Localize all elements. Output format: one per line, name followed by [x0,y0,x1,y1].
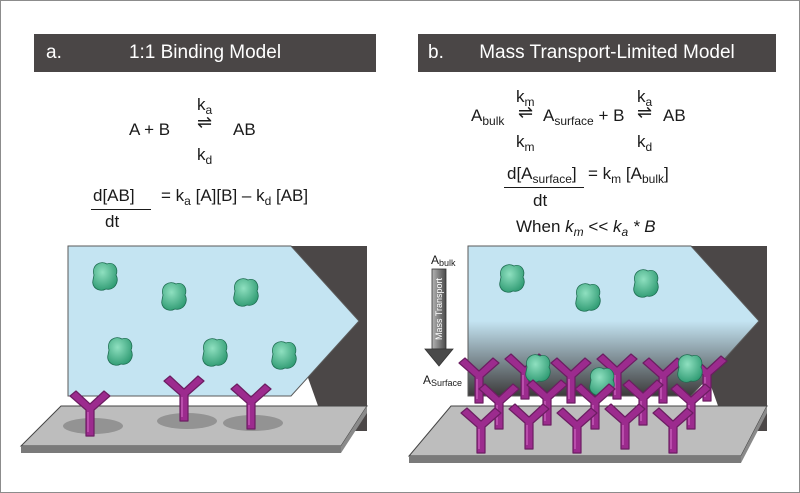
analyte-icon [161,282,187,311]
bound-analyte-icon [202,338,228,367]
panel-a-title: 1:1 Binding Model [128,42,282,63]
reaction-b-km-bottom: km [516,132,535,154]
reaction-b-asurface: Asurface + B [543,106,625,128]
rate-a-denominator: dt [105,212,120,231]
mass-transport-arrow-icon: Mass Transport [424,268,454,367]
mass-transport-label: Mass Transport [434,277,444,340]
reaction-b-kd: kd [637,132,653,154]
reaction-a-ka: ka [197,95,213,117]
reaction-b-abulk: Abulk [471,106,505,128]
panel-a-scene [19,245,368,453]
panel-b-title: Mass Transport-Limited Model [479,42,735,63]
reaction-a-kd: kd [197,145,213,167]
fraction-bar [504,187,584,188]
surface-label: ASurface [423,373,463,388]
rate-b-denominator: dt [533,191,548,210]
panel-a-header: a. 1:1 Binding Model [34,34,376,72]
bound-analyte-icon [525,354,551,383]
equilibrium-arrow-icon: ⇌ [197,112,213,132]
reaction-a-left: A + B [129,120,171,139]
reaction-b-right: AB [663,106,686,125]
rate-b-rhs: = km [Abulk] [588,164,669,186]
fraction-bar [91,209,151,210]
panel-a-letter: a. [46,42,62,63]
analyte-icon [271,341,297,370]
mass-transport-condition: When km << ka * B [516,217,656,239]
bulk-label: Abulk [431,253,456,268]
panel-b: b. Mass Transport-Limited Model Abulk km… [401,1,800,492]
panel-b-letter: b. [428,42,444,63]
rate-b-numerator: d[Asurface] [507,164,577,186]
equilibrium-arrow-icon: ⇌ [518,102,534,122]
rate-a-numerator: d[AB] [93,186,135,205]
panel-b-header: b. Mass Transport-Limited Model [418,34,776,72]
rate-a-rhs: = ka [A][B] – kd [AB] [161,186,309,208]
panel-b-scene: Mass Transport [407,245,768,463]
equilibrium-arrow-icon: ⇌ [637,102,653,122]
bound-analyte-icon [677,354,703,383]
reaction-b-km-top: km [516,87,535,109]
analyte-icon [633,269,659,298]
reaction-a-right: AB [233,120,256,139]
analyte-icon [499,264,525,293]
panel-a: a. 1:1 Binding Model A + B ka ⇌ kd AB d[… [1,1,400,492]
analyte-icon [107,337,133,366]
analyte-icon [575,283,601,312]
reaction-b-ka: ka [637,87,653,109]
analyte-icon [233,278,259,307]
analyte-icon [92,262,118,291]
